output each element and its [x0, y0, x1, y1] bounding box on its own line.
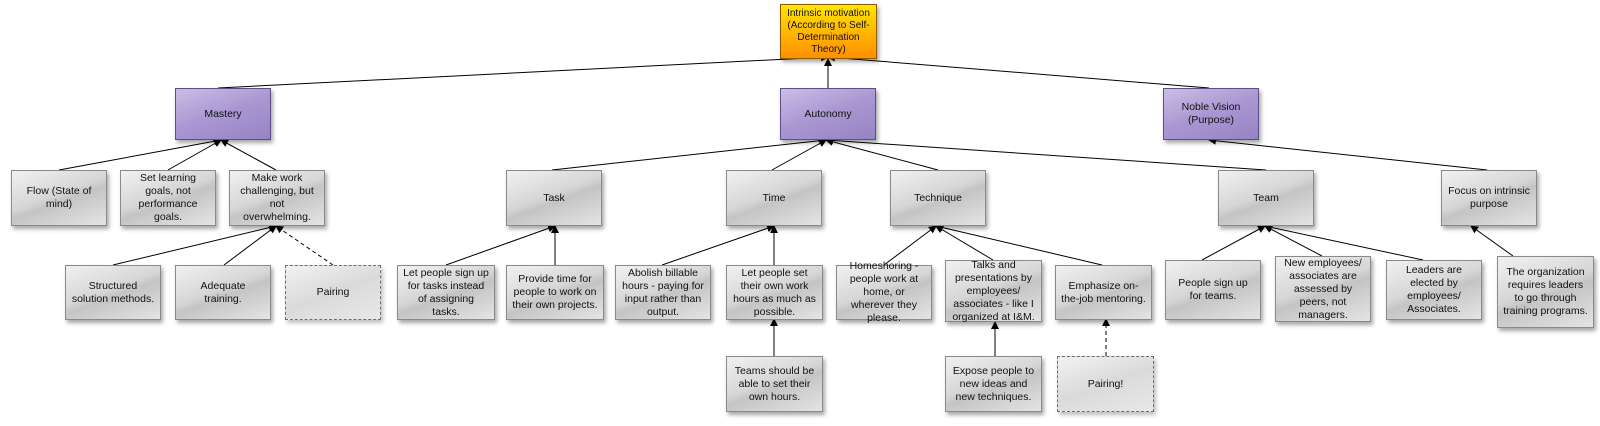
edge-challenging-mastery: [220, 139, 277, 171]
org-training-node-label: The organization requires leaders to go …: [1503, 266, 1588, 317]
team-node-label: Team: [1253, 191, 1279, 204]
mentoring-node[interactable]: Emphasize on-the-job mentoring.: [1055, 265, 1152, 320]
abolish-billable-node-label: Abolish billable hours - paying for inpu…: [622, 266, 704, 318]
edge-flow-mastery: [58, 137, 222, 171]
time-node-label: Time: [762, 191, 786, 204]
technique-node-label: Technique: [914, 191, 962, 204]
focus-intrinsic-node-label: Focus on intrinsic purpose: [1448, 185, 1530, 210]
edge-abolish-time: [661, 224, 775, 266]
pairing-node[interactable]: Pairing: [285, 265, 381, 320]
adequate-training-node[interactable]: Adequate training.: [175, 265, 271, 320]
flow-node-label: Flow (State of mind): [26, 185, 92, 210]
edge-talks-technique: [935, 225, 994, 261]
edge-peers-team: [1264, 225, 1323, 257]
focus-intrinsic-node[interactable]: Focus on intrinsic purpose: [1441, 170, 1537, 226]
edge-noblevision-root: [827, 53, 1210, 89]
edge-signup-task: [445, 224, 556, 266]
leaders-elected-node-label: Leaders are elected by employees/ Associ…: [1405, 264, 1463, 315]
edge-learning-mastery: [167, 139, 222, 171]
edge-team-autonomy: [825, 136, 1267, 171]
edge-structured-challenging: [112, 223, 277, 266]
edge-leaders-team: [1264, 223, 1424, 261]
flow-node[interactable]: Flow (State of mind): [11, 170, 107, 226]
mastery-node-label: Mastery: [204, 107, 242, 120]
homeshoring-node-label: Homeshoring - people work at home, or wh…: [849, 260, 919, 324]
task-node-label: Task: [543, 191, 565, 204]
teams-hours-node[interactable]: Teams should be able to set their own ho…: [726, 356, 823, 412]
leaders-elected-node[interactable]: Leaders are elected by employees/ Associ…: [1386, 260, 1482, 320]
set-work-hours-node[interactable]: Let people set their own work hours as m…: [726, 265, 823, 320]
root-node[interactable]: Intrinsic motivation (According to Self-…: [780, 4, 877, 59]
provide-time-node[interactable]: Provide time for people to work on their…: [506, 265, 604, 320]
sign-up-teams-node-label: People sign up for teams.: [1178, 277, 1248, 302]
assessed-by-peers-node[interactable]: New employees/ associates are assessed b…: [1275, 256, 1371, 322]
technique-node[interactable]: Technique: [890, 170, 986, 226]
teams-hours-node-label: Teams should be able to set their own ho…: [734, 364, 815, 403]
expose-people-node-label: Expose people to new ideas and new techn…: [952, 364, 1035, 403]
sign-up-teams-node[interactable]: People sign up for teams.: [1165, 260, 1261, 320]
adequate-training-node-label: Adequate training.: [200, 279, 246, 305]
structured-node[interactable]: Structured solution methods.: [65, 265, 161, 320]
edge-focus-noblevision: [1208, 136, 1488, 171]
time-node[interactable]: Time: [726, 170, 822, 226]
edge-mastery-root: [217, 53, 829, 89]
autonomy-node-label: Autonomy: [804, 107, 852, 120]
expose-people-node[interactable]: Expose people to new ideas and new techn…: [945, 356, 1042, 412]
sign-up-tasks-node-label: Let people sign up for tasks instead of …: [403, 266, 489, 318]
edge-technique-autonomy: [825, 137, 939, 171]
edge-mentoring-technique: [935, 223, 1103, 266]
talks-node[interactable]: Talks and presentations by employees/ as…: [945, 258, 1042, 323]
structured-node-label: Structured solution methods.: [71, 279, 155, 305]
mastery-node[interactable]: Mastery: [175, 88, 271, 140]
edge-pairing-challenging: [275, 225, 334, 266]
sign-up-tasks-node[interactable]: Let people sign up for tasks instead of …: [397, 265, 495, 320]
assessed-by-peers-node-label: New employees/ associates are assessed b…: [1284, 256, 1362, 321]
edge-orgtraining-focus: [1470, 225, 1514, 257]
edge-task-autonomy: [551, 136, 827, 171]
pairing-2-node[interactable]: Pairing!: [1057, 356, 1154, 412]
challenging-node-label: Make work challenging, but not overwhelm…: [240, 172, 314, 223]
edge-training-challenging: [223, 225, 277, 266]
learning-goals-node[interactable]: Set learning goals, not performance goal…: [120, 170, 216, 226]
talks-node-label: Talks and presentations by employees/ as…: [952, 258, 1035, 323]
root-node-label: Intrinsic motivation (According to Self-…: [787, 7, 870, 55]
homeshoring-node[interactable]: Homeshoring - people work at home, or wh…: [836, 260, 932, 324]
noble-vision-node[interactable]: Noble Vision (Purpose): [1163, 88, 1259, 140]
abolish-billable-node[interactable]: Abolish billable hours - paying for inpu…: [615, 265, 711, 320]
noble-vision-node-label: Noble Vision (Purpose): [1181, 101, 1241, 126]
learning-goals-node-label: Set learning goals, not performance goal…: [138, 172, 198, 223]
task-node[interactable]: Task: [506, 170, 602, 226]
edge-time-autonomy: [771, 139, 827, 171]
pairing-2-node-label: Pairing!: [1087, 377, 1124, 390]
mentoring-node-label: Emphasize on-the-job mentoring.: [1061, 279, 1146, 305]
set-work-hours-node-label: Let people set their own work hours as m…: [733, 266, 816, 318]
team-node[interactable]: Team: [1218, 170, 1314, 226]
edge-homeshoring-technique: [883, 225, 937, 266]
challenging-node[interactable]: Make work challenging, but not overwhelm…: [229, 170, 325, 226]
provide-time-node-label: Provide time for people to work on their…: [512, 273, 598, 311]
org-training-node[interactable]: The organization requires leaders to go …: [1497, 256, 1594, 328]
edge-signupteams-team: [1201, 225, 1266, 261]
autonomy-node[interactable]: Autonomy: [780, 88, 876, 140]
pairing-node-label: Pairing: [316, 286, 350, 298]
